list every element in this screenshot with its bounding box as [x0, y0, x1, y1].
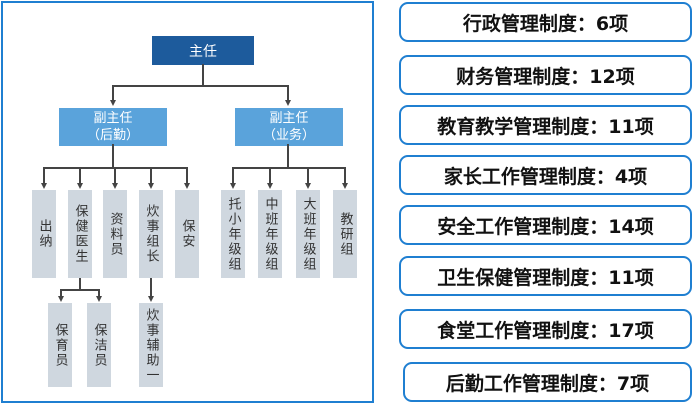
connector	[232, 167, 234, 184]
arrow-down-icon	[96, 296, 102, 302]
connector	[43, 167, 45, 184]
connector	[60, 289, 62, 298]
connector	[79, 278, 81, 291]
unit-health-doctor: 保健医生	[68, 190, 92, 278]
arrow-down-icon	[148, 296, 154, 302]
connector	[344, 167, 346, 184]
policy-label: 食堂工作管理制度：17项	[437, 319, 654, 342]
unit-cleaner: 保洁员	[87, 303, 111, 387]
connector	[112, 144, 114, 168]
policy-label: 教育教学管理制度：11项	[437, 115, 654, 138]
policy-item-administration: 行政管理制度：6项	[399, 2, 692, 42]
org-chart-frame: 主任 副主任 （后勤） 副主任 （业务） 出纳 保健医生 资料员 炊事组长 保安…	[1, 1, 374, 403]
arrow-down-icon	[58, 296, 64, 302]
connector	[186, 167, 188, 184]
deputy-scope: （后勤）	[86, 128, 139, 143]
policy-item-teaching: 教育教学管理制度：11项	[399, 105, 692, 145]
connector	[112, 85, 114, 102]
unit-senior-grade-group: 大班年级组	[296, 190, 320, 278]
unit-cashier: 出纳	[32, 190, 56, 278]
arrow-down-icon	[77, 183, 83, 189]
arrow-down-icon	[41, 183, 47, 189]
connector	[98, 289, 100, 298]
unit-kitchen-assistant: 炊事辅助一	[139, 303, 163, 387]
deputy-logistics-node: 副主任 （后勤）	[59, 108, 167, 146]
unit-security: 保安	[175, 190, 199, 278]
connector	[307, 167, 309, 184]
policy-label: 行政管理制度：6项	[462, 12, 629, 35]
policy-label: 卫生保健管理制度：11项	[437, 266, 654, 289]
connector	[60, 289, 100, 291]
connector	[150, 278, 152, 298]
arrow-down-icon	[230, 183, 236, 189]
unit-archivist: 资料员	[103, 190, 127, 278]
arrow-down-icon	[110, 100, 116, 106]
arrow-down-icon	[267, 183, 273, 189]
deputy-scope: （业务）	[262, 128, 315, 143]
policy-item-logistics: 后勤工作管理制度：7项	[403, 362, 692, 402]
arrow-down-icon	[184, 183, 190, 189]
policy-item-safety: 安全工作管理制度：14项	[399, 205, 692, 245]
policy-item-finance: 财务管理制度：12项	[399, 55, 692, 95]
unit-childcare-worker: 保育员	[48, 303, 72, 387]
connector	[79, 167, 81, 184]
unit-junior-grade-group: 托小年级组	[221, 190, 245, 278]
connector	[202, 64, 204, 86]
policy-label: 安全工作管理制度：14项	[437, 215, 654, 238]
arrow-down-icon	[305, 183, 311, 189]
policy-label: 家长工作管理制度：4项	[443, 165, 648, 188]
connector	[269, 167, 271, 184]
unit-teaching-research-group: 教研组	[333, 190, 357, 278]
connector	[112, 85, 289, 87]
policy-item-canteen: 食堂工作管理制度：17项	[399, 309, 692, 349]
connector	[150, 167, 152, 184]
unit-middle-grade-group: 中班年级组	[258, 190, 282, 278]
deputy-business-node: 副主任 （业务）	[235, 108, 343, 146]
arrow-down-icon	[148, 183, 154, 189]
connector	[287, 85, 289, 102]
arrow-down-icon	[285, 100, 291, 106]
connector	[287, 144, 289, 168]
deputy-title: 副主任	[269, 111, 309, 126]
connector	[232, 167, 345, 169]
policy-item-health-care: 卫生保健管理制度：11项	[399, 256, 692, 296]
policy-item-parents: 家长工作管理制度：4项	[399, 155, 692, 195]
arrow-down-icon	[112, 183, 118, 189]
deputy-title: 副主任	[93, 111, 133, 126]
director-node: 主任	[152, 36, 254, 65]
director-label: 主任	[189, 43, 217, 60]
policy-label: 财务管理制度：12项	[456, 65, 635, 88]
policy-label: 后勤工作管理制度：7项	[445, 372, 650, 395]
unit-kitchen-leader: 炊事组长	[139, 190, 163, 278]
connector	[114, 167, 116, 184]
arrow-down-icon	[342, 183, 348, 189]
